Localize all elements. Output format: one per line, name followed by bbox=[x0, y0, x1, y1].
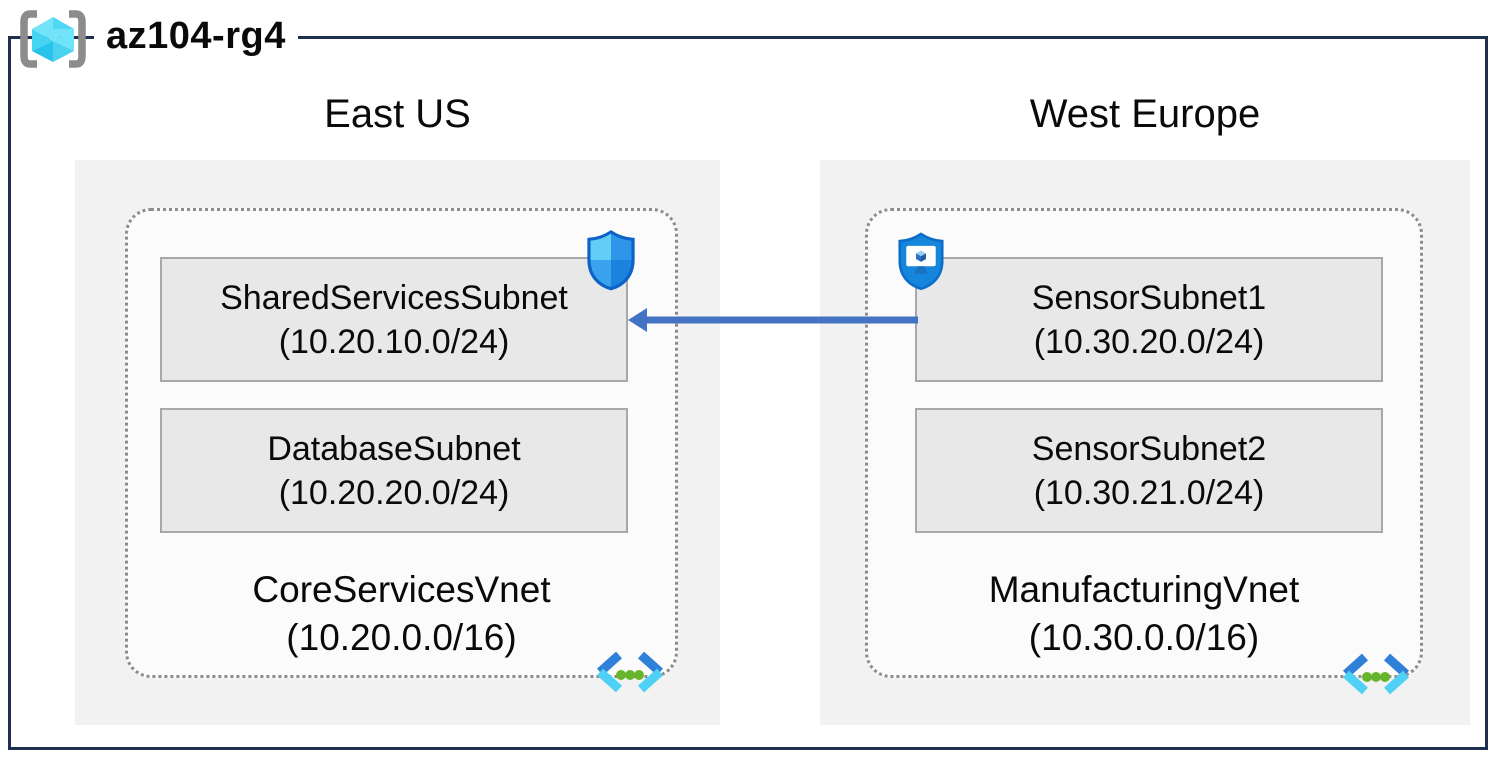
vnet-name: CoreServicesVnet bbox=[252, 569, 551, 610]
resource-group-title: az104-rg4 bbox=[94, 12, 298, 60]
virtual-network-icon bbox=[1342, 653, 1410, 695]
subnet-cidr: (10.30.20.0/24) bbox=[1033, 322, 1265, 361]
virtual-network-icon bbox=[596, 651, 664, 693]
subnet-name: SensorSubnet2 bbox=[1031, 429, 1267, 468]
peering-arrow bbox=[628, 308, 918, 332]
subnet-cidr: (10.30.21.0/24) bbox=[1033, 473, 1265, 512]
subnet-sensor2: SensorSubnet2 (10.30.21.0/24) bbox=[915, 408, 1383, 533]
vnet-label-manufacturing: ManufacturingVnet (10.30.0.0/16) bbox=[865, 566, 1423, 662]
shield-monitor-icon bbox=[898, 232, 944, 291]
subnet-shared-services: SharedServicesSubnet (10.20.10.0/24) bbox=[160, 257, 628, 382]
nsg-shield-icon bbox=[587, 229, 635, 291]
vnet-cidr: (10.30.0.0/16) bbox=[1028, 617, 1260, 658]
vnet-cidr: (10.20.0.0/16) bbox=[286, 617, 517, 658]
region-label-west-europe: West Europe bbox=[1029, 92, 1261, 136]
resource-group-icon bbox=[20, 10, 86, 68]
subnet-cidr: (10.20.10.0/24) bbox=[278, 322, 510, 361]
subnet-cidr: (10.20.20.0/24) bbox=[278, 473, 510, 512]
subnet-name: DatabaseSubnet bbox=[267, 429, 521, 468]
vnet-name: ManufacturingVnet bbox=[988, 569, 1300, 610]
resource-group-frame bbox=[8, 36, 1488, 750]
region-label-east-us: East US bbox=[324, 92, 471, 136]
subnet-sensor1: SensorSubnet1 (10.30.20.0/24) bbox=[915, 257, 1383, 382]
vnet-label-core-services: CoreServicesVnet (10.20.0.0/16) bbox=[125, 566, 678, 662]
subnet-database: DatabaseSubnet (10.20.20.0/24) bbox=[160, 408, 628, 533]
subnet-name: SharedServicesSubnet bbox=[220, 278, 568, 317]
subnet-name: SensorSubnet1 bbox=[1031, 278, 1267, 317]
